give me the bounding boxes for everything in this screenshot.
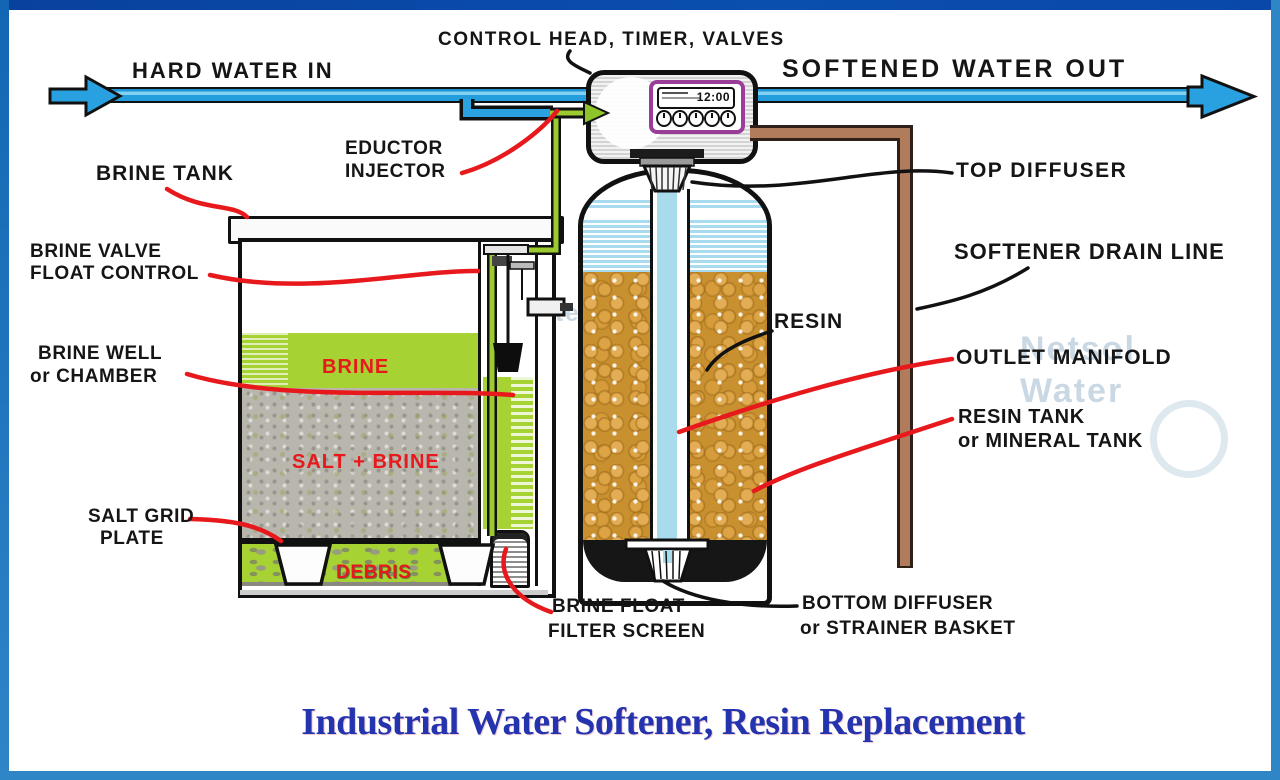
brine-float-filter-screen	[490, 530, 530, 588]
tank-bottom-dome	[583, 540, 767, 582]
knob-icon	[704, 110, 720, 127]
resin-tank-label-line1: RESIN TANK	[958, 406, 1085, 428]
brine-content-label: BRINE	[322, 356, 390, 378]
brine-tank-label: BRINE TANK	[96, 162, 234, 185]
frame-border-left	[0, 0, 9, 780]
outlet-manifold-label: OUTLET MANIFOLD	[956, 346, 1172, 369]
brine-valve-label-line1: BRINE VALVE	[30, 241, 162, 262]
top-diffuser-label: TOP DIFFUSER	[956, 159, 1128, 182]
brine-float-label-line2: FILTER SCREEN	[548, 621, 706, 642]
knob-icon	[656, 110, 672, 127]
brine-layer-hatch	[242, 333, 288, 388]
softened-water-out-label: SOFTENED WATER OUT	[782, 55, 1128, 83]
control-head: 12:00	[585, 67, 758, 164]
hard-water-in-label: HARD WATER IN	[132, 58, 334, 83]
knob-icon	[688, 110, 704, 127]
watermark-globe-icon	[1150, 400, 1228, 478]
salt-brine-content-label: SALT + BRINE	[292, 451, 440, 473]
eductor-injector-label-line2: INJECTOR	[345, 161, 446, 182]
resin-label: RESIN	[774, 310, 844, 333]
brine-well-label-line2: or CHAMBER	[30, 366, 158, 387]
bottom-diffuser-label-line1: BOTTOM DIFFUSER	[802, 593, 994, 614]
page-title: Industrial Water Softener, Resin Replace…	[301, 701, 1025, 743]
control-head-label: CONTROL HEAD, TIMER, VALVES	[438, 29, 785, 50]
softener-drain-line-label: SOFTENER DRAIN LINE	[954, 239, 1225, 264]
softened-water-pipe	[746, 87, 1192, 103]
salt-grid-plate	[242, 538, 478, 544]
outlet-manifold-riser-tube	[650, 189, 690, 542]
watermark-brand: Netsol	[1020, 330, 1136, 368]
brine-tank-shadow	[240, 590, 548, 595]
softened-water-arrow-icon	[1186, 73, 1259, 120]
resin-tank	[578, 168, 772, 606]
watermark-word-2: Water	[1020, 372, 1124, 410]
frame-border-bottom	[0, 771, 1280, 780]
debris-content-label: DEBRIS	[336, 562, 412, 583]
timer-display: 12:00	[657, 87, 735, 109]
display-bar-2	[662, 97, 700, 99]
control-knobs	[656, 110, 736, 127]
brine-float-label-line1: BRINE FLOAT	[552, 596, 685, 617]
knob-icon	[720, 110, 736, 127]
brine-valve-label-line2: FLOAT CONTROL	[30, 263, 199, 284]
resin-tank-label-line2: or MINERAL TANK	[958, 430, 1143, 452]
bottom-diffuser-label-line2: or STRAINER BASKET	[800, 618, 1016, 639]
control-panel: 12:00	[649, 80, 745, 134]
brine-well-label-line1: BRINE WELL	[38, 343, 163, 364]
brine-well	[478, 242, 538, 588]
brine-tank	[238, 238, 556, 598]
eductor-injector-label-line1: EDUCTOR	[345, 138, 443, 159]
salt-grid-label-line1: SALT GRID	[88, 506, 195, 527]
hard-water-pipe	[100, 87, 596, 103]
salt-grid-label-line2: PLATE	[100, 528, 164, 549]
frame-border-top	[0, 0, 1280, 10]
salt-brine-layer	[242, 388, 478, 538]
brine-well-stripes	[511, 377, 533, 529]
display-time: 12:00	[696, 90, 730, 104]
display-bar	[662, 92, 688, 94]
softener-drain-pipe	[750, 125, 913, 568]
knob-icon	[672, 110, 688, 127]
frame-border-right	[1271, 0, 1280, 780]
